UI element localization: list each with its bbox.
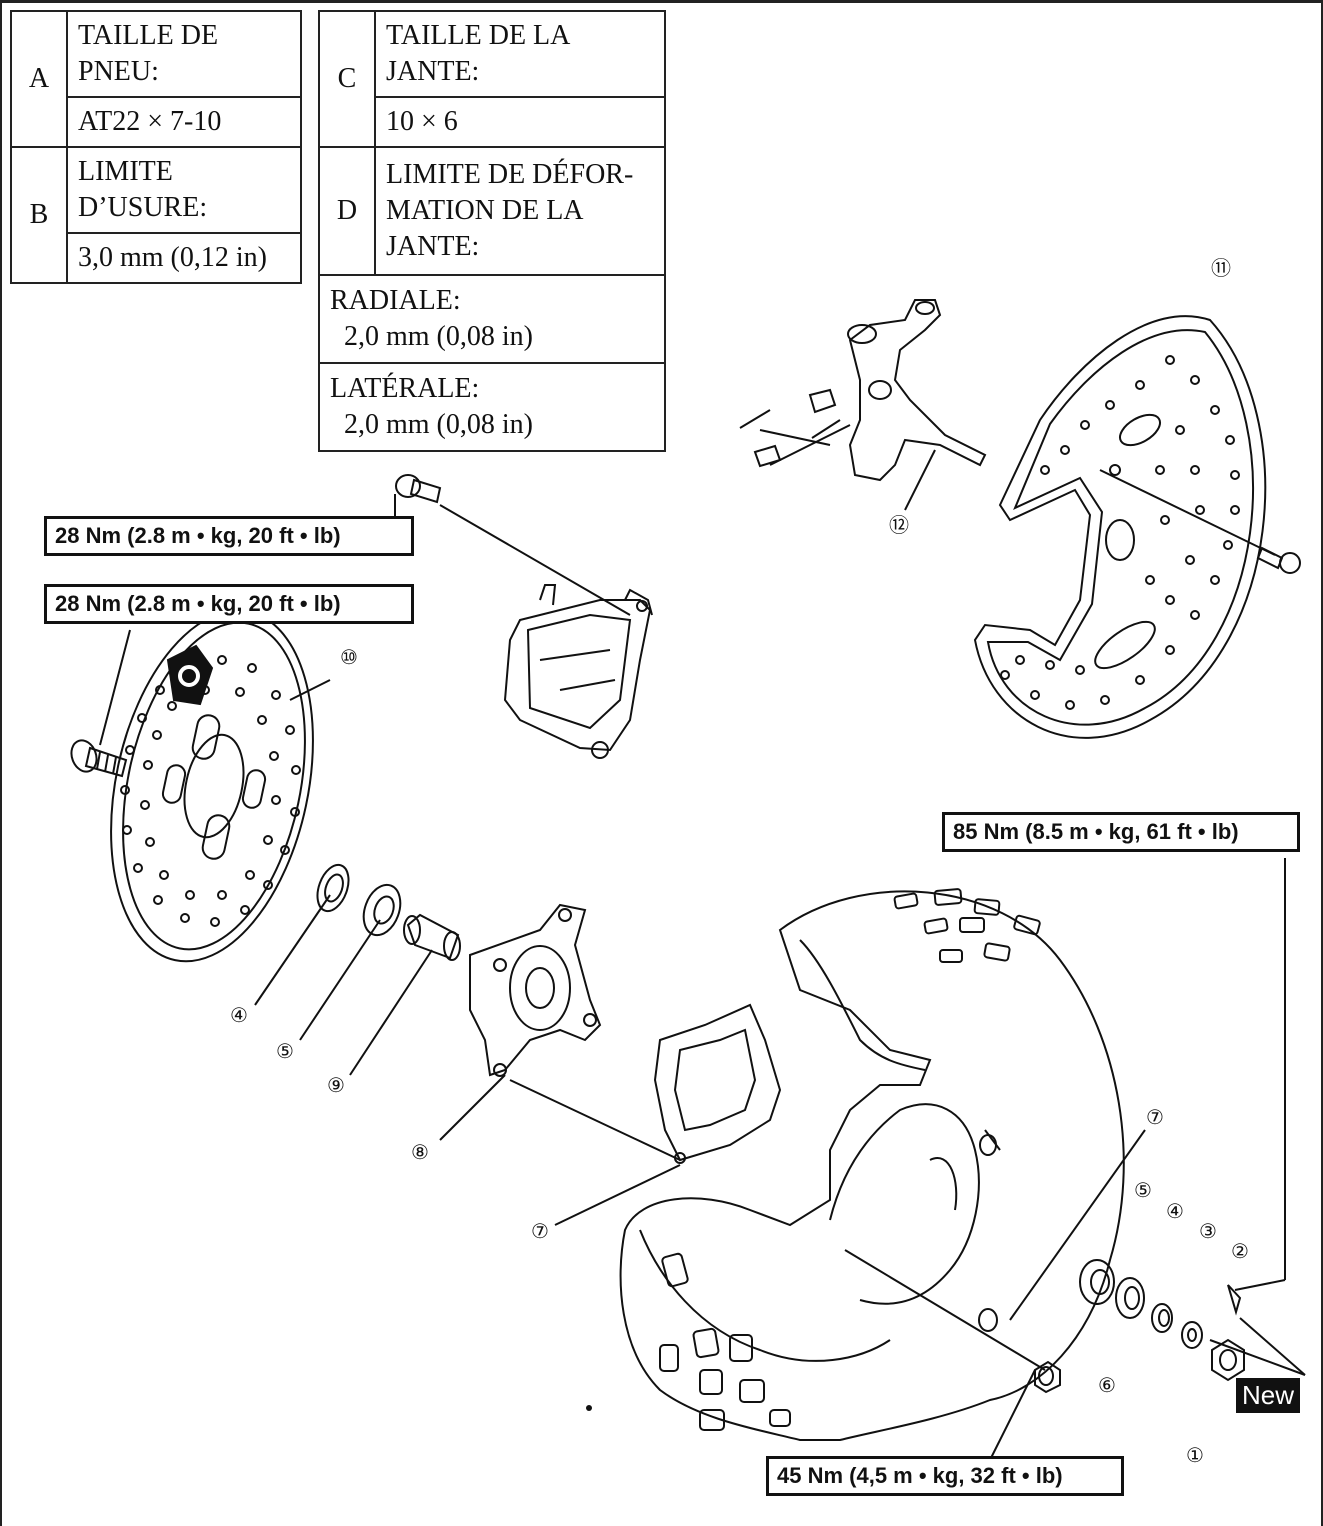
rim-size-value: 10 × 6: [374, 96, 666, 148]
callout-10: ⑩: [340, 647, 358, 669]
callout-5-left: ⑤: [276, 1041, 294, 1063]
tire-size-value: AT22 × 7-10: [66, 96, 302, 148]
splash-guard: [973, 315, 1267, 739]
callout-2: ②: [1231, 1241, 1249, 1263]
bearing-left: [362, 883, 402, 937]
oil-seal-right: [1115, 1277, 1145, 1319]
callout-4-right: ④: [1166, 1201, 1184, 1223]
caliper-bolt: [395, 474, 442, 504]
callout-4-left: ④: [230, 1005, 248, 1027]
callout-9: ⑨: [327, 1075, 345, 1097]
spacer-3: [1151, 1303, 1173, 1333]
radial-runout: RADIALE: 2,0 mm (0,08 in): [318, 274, 666, 364]
callout-numbers: ① ② ③ ④ ⑤ ⑥ ⑦ ⑦ ⑧ ⑨ ⑤ ④ ⑩ ⑪ ⑫: [230, 257, 1249, 1467]
callout-7-right: ⑦: [1146, 1107, 1164, 1129]
loctite-icon: [166, 644, 214, 706]
spec-letter-a: A: [10, 10, 68, 148]
brake-caliper: [503, 584, 653, 759]
spec-letter-d: D: [318, 146, 376, 276]
washer-6: [978, 1308, 998, 1332]
splash-guard-bolt: [1256, 546, 1301, 574]
torque-axle-nut: 85 Nm (8.5 m • kg, 61 ft • lb): [942, 812, 1300, 852]
callout-7-left: ⑦: [531, 1221, 549, 1243]
steering-knuckle: [739, 299, 987, 482]
bearing-right: [1079, 1259, 1115, 1305]
callout-5-right: ⑤: [1134, 1180, 1152, 1202]
new-part-badge: New: [1236, 1378, 1301, 1413]
rim-plate: [653, 1003, 782, 1164]
wheel-nut: [1034, 1360, 1061, 1394]
callout-11: ⑪: [1211, 257, 1231, 280]
wheel-hub: [469, 903, 602, 1077]
callout-8: ⑧: [411, 1142, 429, 1164]
callout-6: ⑥: [1098, 1375, 1116, 1397]
spacer: [403, 913, 461, 961]
callout-3: ③: [1199, 1221, 1217, 1243]
callout-12: ⑫: [889, 514, 909, 537]
cotter-pin: [1227, 1284, 1242, 1316]
callout-1: ①: [1186, 1445, 1204, 1467]
leader-lines: [99, 424, 1306, 1461]
axle-nut: [1211, 1338, 1245, 1382]
spec-letter-c: C: [318, 10, 376, 148]
lateral-runout: LATÉRALE: 2,0 mm (0,08 in): [318, 362, 666, 452]
torque-caliper-bolt: 28 Nm (2.8 m • kg, 20 ft • lb): [44, 516, 414, 556]
wear-limit-value: 3,0 mm (0,12 in): [66, 232, 302, 284]
brake-disc: [110, 609, 314, 963]
torque-wheel-nut: 45 Nm (4,5 m • kg, 32 ft • lb): [766, 1456, 1124, 1496]
disc-bolt: [70, 739, 128, 778]
washer-2: [1181, 1321, 1203, 1349]
torque-disc-bolt: 28 Nm (2.8 m • kg, 20 ft • lb): [44, 584, 414, 624]
spec-letter-b: B: [10, 146, 68, 284]
oil-seal-left: [316, 863, 350, 913]
tire-assembly: [619, 888, 1125, 1441]
